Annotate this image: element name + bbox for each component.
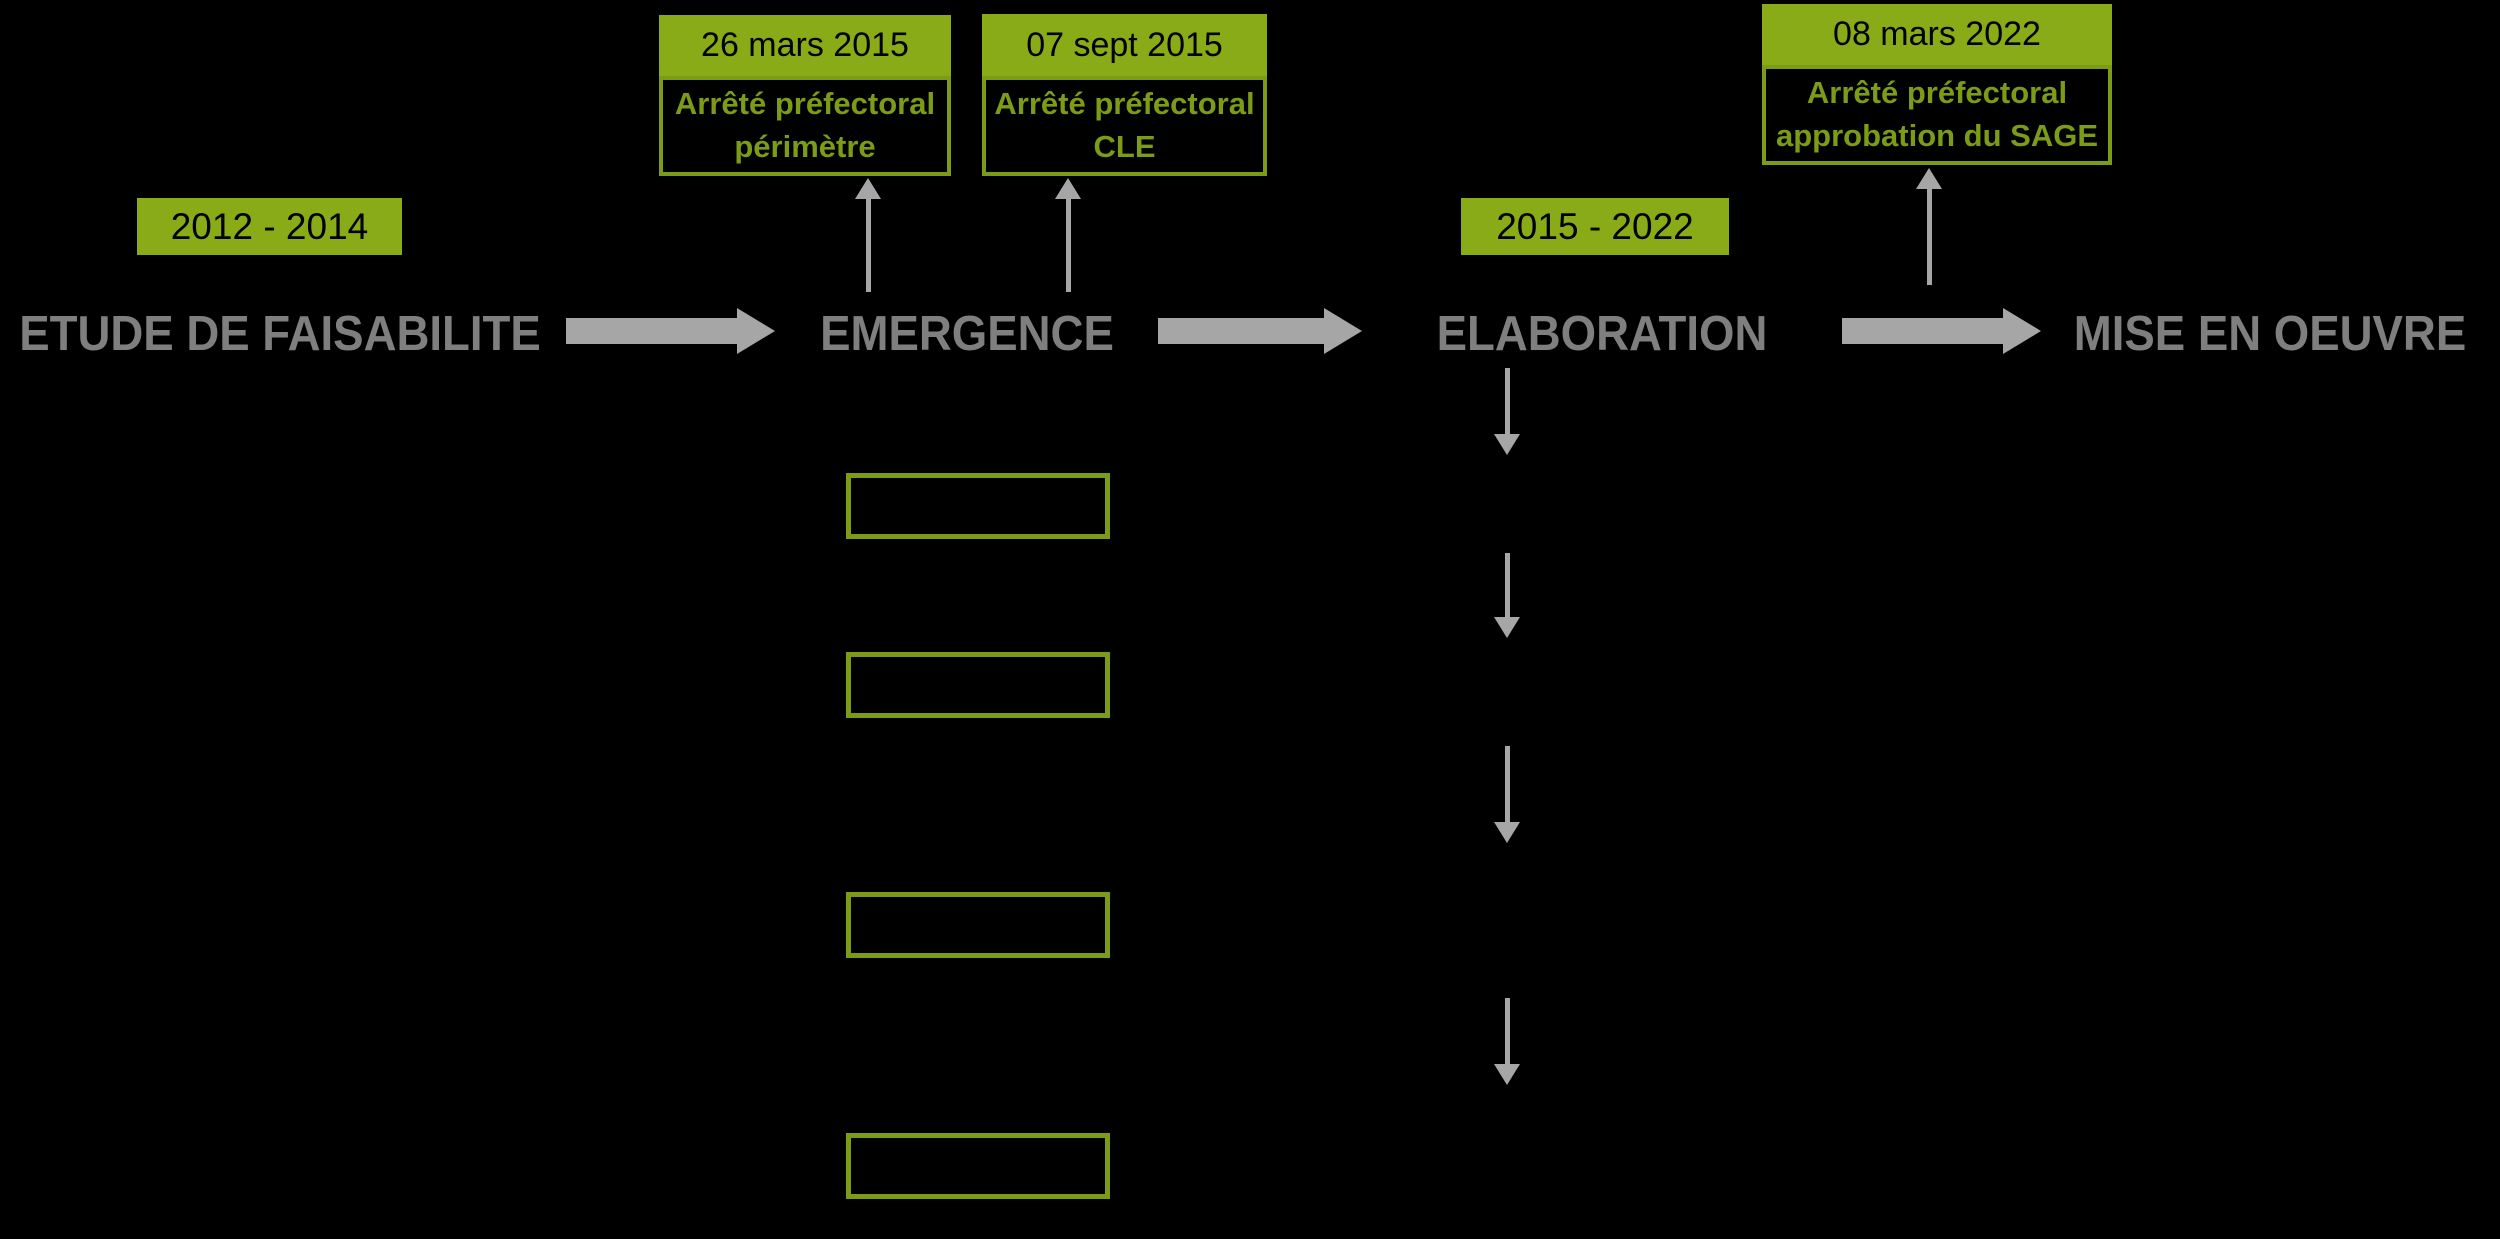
emergence-placeholder-box-3 [846,892,1110,958]
right-arrow-shaft [1158,318,1324,344]
up-arrow-stem [1927,187,1932,285]
milestone-text-line: Arrêté préfectoral [1806,75,2068,111]
right-arrow-etude-to-emergence [566,308,775,354]
milestone-arrete-perimetre: 26 mars 2015 Arrêté préfectoral périmètr… [659,15,951,176]
right-arrow-head-icon [2003,308,2041,354]
down-arrow-stem [1505,368,1510,436]
milestone-arrete-cle: 07 sept 2015 Arrêté préfectoral CLE [982,14,1267,176]
milestone-text-line: approbation du SAGE [1775,118,2099,153]
stage-label-mise-en-oeuvre: MISE EN OEUVRE [2073,307,2467,361]
up-arrow-stem [1066,197,1071,292]
right-arrow-head-icon [1324,308,1362,354]
stage-label-etude-de-faisabilite: ETUDE DE FAISABILITE [19,307,541,361]
up-arrow-to-perimetre [855,178,881,292]
up-arrow-head-icon [1916,168,1942,189]
right-arrow-head-icon [737,308,775,354]
milestone-text-line: Arrêté préfectoral [994,86,1255,122]
stage-label-elaboration: ELABORATION [1436,307,1768,361]
emergence-placeholder-box-4 [846,1133,1110,1199]
milestone-text-line: périmètre [734,129,876,164]
down-arrow-head-icon [1494,822,1520,843]
right-arrow-shaft [566,318,737,344]
milestone-date: 26 mars 2015 [659,15,951,76]
down-arrow-elaboration-2 [1494,553,1520,638]
down-arrow-head-icon [1494,617,1520,638]
down-arrow-elaboration-4 [1494,998,1520,1085]
down-arrow-stem [1505,998,1510,1066]
up-arrow-to-approbation-sage [1916,168,1942,285]
up-arrow-stem [866,197,871,292]
emergence-placeholder-box-2 [846,652,1110,718]
period-chip-elaboration: 2015 - 2022 [1461,198,1729,255]
milestone-date: 07 sept 2015 [982,14,1267,76]
milestone-arrete-approbation-sage: 08 mars 2022 Arrêté préfectoral approbat… [1762,4,2112,165]
emergence-placeholder-box-1 [846,473,1110,539]
down-arrow-elaboration-3 [1494,746,1520,843]
milestone-text-line: Arrêté préfectoral [674,86,936,122]
down-arrow-head-icon [1494,434,1520,455]
down-arrow-elaboration-1 [1494,368,1520,455]
right-arrow-shaft [1842,318,2003,344]
up-arrow-head-icon [855,178,881,199]
stage-label-emergence: EMERGENCE [820,307,1114,361]
down-arrow-stem [1505,553,1510,619]
milestone-text-line: CLE [1093,129,1156,164]
period-chip-etude: 2012 - 2014 [137,198,402,255]
down-arrow-head-icon [1494,1064,1520,1085]
up-arrow-to-cle [1055,178,1081,292]
up-arrow-head-icon [1055,178,1081,199]
right-arrow-emergence-to-elaboration [1158,308,1362,354]
right-arrow-elaboration-to-mise-en-oeuvre [1842,308,2041,354]
milestone-date: 08 mars 2022 [1762,4,2112,65]
down-arrow-stem [1505,746,1510,824]
